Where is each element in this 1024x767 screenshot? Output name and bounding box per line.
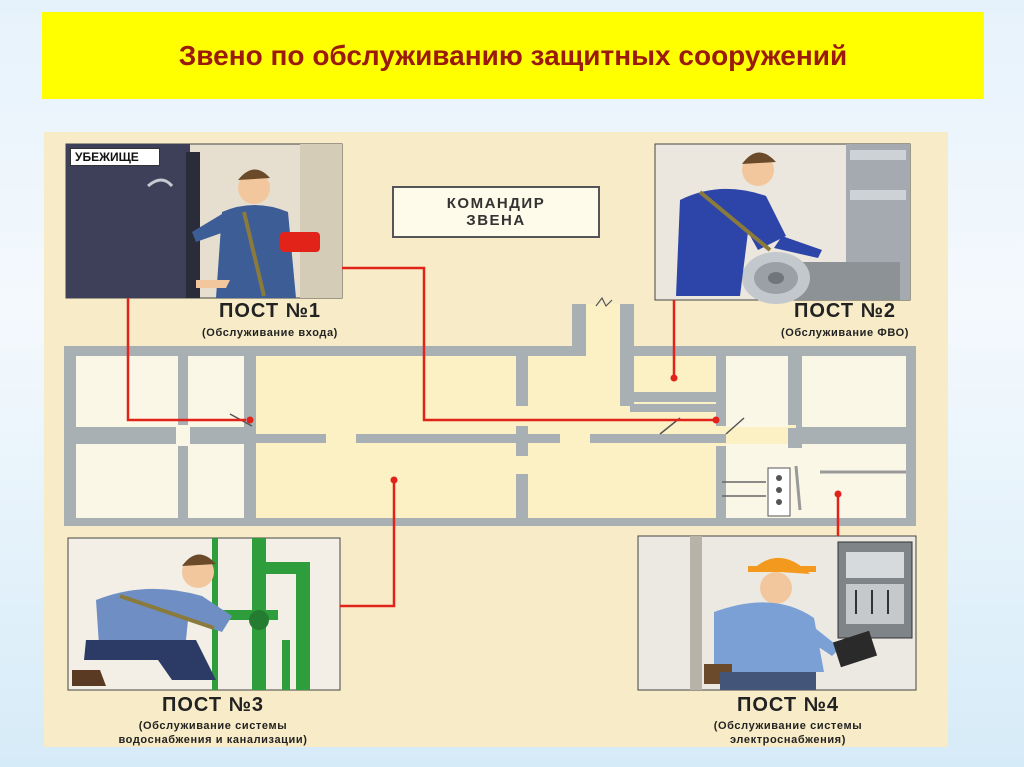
- post-3-caption: ПОСТ №3 (Обслуживание системы водоснабже…: [78, 694, 348, 747]
- post-1-caption: ПОСТ №1 (Обслуживание входа): [150, 300, 390, 340]
- room: [802, 356, 906, 427]
- shelter-door-icon: [66, 144, 190, 298]
- post-2-illustration: [654, 143, 911, 304]
- wall: [620, 304, 634, 356]
- post-4-desc: (Обслуживание системы электроснабжения): [713, 720, 863, 746]
- armband: [280, 232, 320, 252]
- wall: [788, 346, 802, 420]
- doorway: [176, 425, 190, 446]
- room: [726, 444, 906, 518]
- post-3-illustration: [67, 537, 341, 691]
- wall: [516, 346, 528, 406]
- main-hall: [256, 444, 716, 518]
- post-3-link: [340, 480, 396, 608]
- post-2-caption: ПОСТ №2 (Обслуживание ФВО): [720, 300, 970, 340]
- wall: [802, 434, 916, 443]
- page-title: Звено по обслуживанию защитных сооружени…: [178, 39, 848, 71]
- connector-lines: [126, 266, 840, 608]
- door-swing: [725, 417, 745, 435]
- post-1-desc: (Обслуживание входа): [202, 327, 338, 339]
- room: [188, 444, 244, 518]
- commander-box: КОМАНДИР ЗВЕНА: [392, 186, 600, 238]
- post-1-link: [126, 298, 246, 422]
- room: [188, 356, 244, 427]
- post-2-desc: (Обслуживание ФВО): [780, 327, 910, 339]
- wall: [256, 434, 326, 443]
- room: [76, 444, 178, 518]
- post-4-illustration: [637, 535, 917, 691]
- wall: [516, 474, 528, 526]
- post-4-title: ПОСТ №4: [736, 694, 840, 716]
- shaft-grille: [595, 296, 613, 308]
- main-hall: [256, 356, 716, 427]
- post-4-caption: ПОСТ №4 (Обслуживание системы электросна…: [662, 694, 914, 747]
- room: [726, 356, 788, 427]
- wall: [788, 428, 802, 448]
- wall: [716, 466, 726, 526]
- post-1-illustration: [65, 143, 343, 299]
- wall: [620, 392, 716, 402]
- air-intake-shaft: [586, 304, 620, 356]
- shelter-label: УБЕЖИЩЕ: [70, 148, 160, 166]
- wall: [630, 404, 716, 412]
- post-3-desc: (Обслуживание системы водоснабжения и ка…: [118, 720, 308, 746]
- wall: [590, 434, 726, 443]
- wall: [356, 434, 560, 443]
- wall: [64, 427, 256, 444]
- floor-plan: [64, 296, 916, 526]
- wall: [516, 426, 528, 456]
- post-3-title: ПОСТ №3: [161, 694, 265, 716]
- post-2-title: ПОСТ №2: [793, 300, 897, 322]
- commander-link: [342, 266, 716, 422]
- post-1-title: ПОСТ №1: [218, 300, 322, 322]
- wall: [572, 304, 586, 356]
- electrical-panel-icon: [837, 541, 913, 639]
- title-banner: Звено по обслуживанию защитных сооружени…: [42, 12, 984, 99]
- wall: [716, 346, 726, 426]
